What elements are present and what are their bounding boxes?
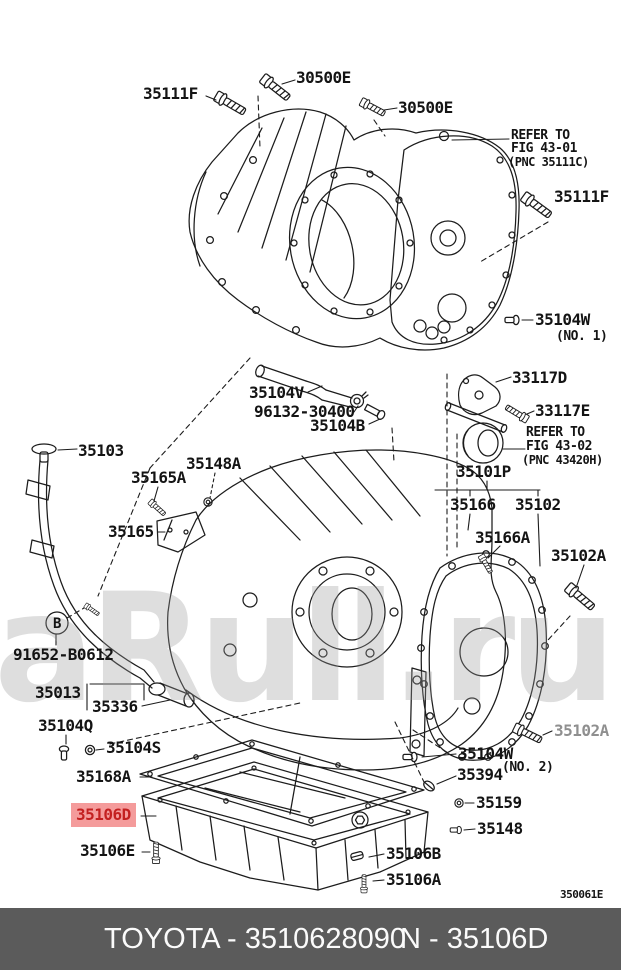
- rear-cover-plate: [389, 130, 517, 345]
- part-label-35165a[interactable]: 35165A: [131, 468, 186, 487]
- oil-pan: [141, 756, 429, 891]
- part-label-35165[interactable]: 35165: [108, 522, 154, 541]
- speed-sensor-parts: [444, 374, 508, 464]
- part-label-35104w[interactable]: 35104W: [458, 744, 513, 763]
- part-label-35166a[interactable]: 35166A: [475, 528, 530, 547]
- part-label-91652-b0612[interactable]: 91652-B0612: [13, 645, 114, 664]
- note-label-fig-43-01: FIG 43-01: [511, 141, 577, 156]
- part-label-35168a[interactable]: 35168A: [76, 767, 131, 786]
- part-label-35102[interactable]: 35102: [515, 495, 561, 514]
- part-label-33117e[interactable]: 33117E: [535, 401, 590, 420]
- part-label-35159[interactable]: 35159: [476, 793, 522, 812]
- part-label-35102a[interactable]: 35102A: [554, 721, 609, 740]
- part-label-35106e[interactable]: 35106E: [80, 841, 135, 860]
- part-label-35148a[interactable]: 35148A: [186, 454, 241, 473]
- note-label-pnc-43420h: (PNC 43420H): [522, 453, 603, 467]
- side-cover: [417, 550, 549, 761]
- bell-housing: [188, 108, 520, 351]
- note-label-refer-to: REFER TO: [526, 425, 585, 440]
- part-label-35111f[interactable]: 35111F: [143, 84, 198, 103]
- part-label-35336[interactable]: 35336: [92, 697, 138, 716]
- part-label-35106b[interactable]: 35106B: [386, 844, 441, 863]
- part-label-35104s[interactable]: 35104S: [106, 738, 161, 757]
- diagram-code-label: 350061E: [560, 888, 603, 901]
- note-label-refer-to: REFER TO: [511, 128, 570, 143]
- main-case: [156, 449, 507, 771]
- footer-catalog-number: N - 35106D: [400, 923, 549, 955]
- part-label-35394[interactable]: 35394: [457, 765, 503, 784]
- dashed-guides: [66, 95, 571, 783]
- part-label-33117d[interactable]: 33117D: [512, 368, 567, 387]
- part-label-35166[interactable]: 35166: [450, 495, 496, 514]
- oil-pan-gasket: [139, 739, 425, 827]
- leader-lines: [55, 79, 585, 882]
- note-label-pnc-35111c: (PNC 35111C): [508, 155, 589, 169]
- dipstick-and-tube: [25, 443, 195, 708]
- part-label-30500e[interactable]: 30500E: [398, 98, 453, 117]
- part-label-35106a[interactable]: 35106A: [386, 870, 441, 889]
- footer-bar: TOYOTA - 3510628090 N - 35106D: [0, 908, 621, 970]
- part-label-35101p[interactable]: 35101P: [456, 462, 511, 481]
- part-label-35111f[interactable]: 35111F: [554, 187, 609, 206]
- part-label-35102a[interactable]: 35102A: [551, 546, 606, 565]
- diagram-line-art: [25, 72, 598, 894]
- part-label-35104v[interactable]: 35104V: [249, 383, 304, 402]
- note-label-no-1: (NO. 1): [556, 329, 608, 344]
- footer-part-number: TOYOTA - 3510628090: [104, 923, 407, 955]
- part-label-35106d[interactable]: 35106D: [71, 803, 136, 827]
- part-label-96132-30400[interactable]: 96132-30400: [254, 402, 355, 421]
- part-label-30500e[interactable]: 30500E: [296, 68, 351, 87]
- part-label-35104q[interactable]: 35104Q: [38, 716, 93, 735]
- note-label-fig-43-02: FIG 43-02: [526, 439, 592, 454]
- part-label-35104w[interactable]: 35104W: [535, 310, 590, 329]
- part-label-35104b[interactable]: 35104B: [310, 416, 365, 435]
- note-label-no-2: (NO. 2): [502, 760, 554, 775]
- part-label-35103[interactable]: 35103: [78, 441, 124, 460]
- part-label-35013[interactable]: 35013: [35, 683, 81, 702]
- part-label-35148[interactable]: 35148: [477, 819, 523, 838]
- note-label-b: B: [53, 616, 61, 632]
- fasteners: [58, 72, 598, 894]
